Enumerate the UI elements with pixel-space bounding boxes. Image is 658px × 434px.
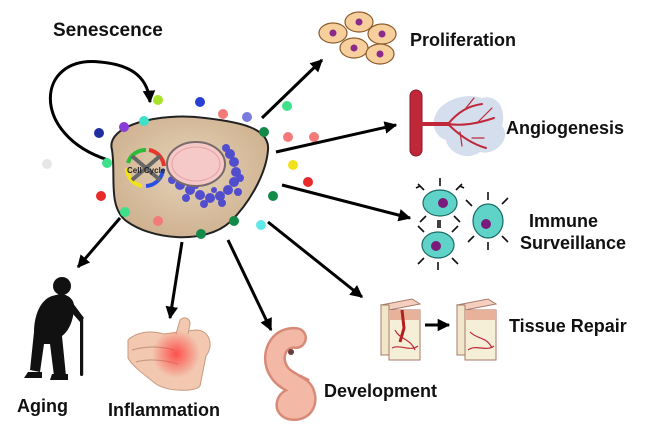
blood-vessel-icon [409,89,506,157]
cell-cycle-wheel [124,148,166,188]
inflamed-hand-icon [127,317,211,391]
angiogenesis-label: Angiogenesis [506,118,625,138]
proliferating-cells-icon [318,11,397,65]
elderly-person-icon [24,277,84,380]
cell-cycle-label: Cell Cycle [127,166,166,175]
outcome-arrows [76,58,451,332]
tissue-repair-label: Tissue Repair [509,316,627,336]
proliferation-label: Proliferation [410,30,517,50]
skin-tissue-icon [379,298,498,361]
self-loop-arrow [48,60,156,162]
aging-label: Aging [17,396,68,416]
inflammation-label: Inflammation [108,400,221,420]
development-label: Development [324,381,438,401]
nucleus [166,141,226,187]
senescence-label: Senescence [53,20,163,41]
embryo-icon [263,327,317,422]
surveillance-label: Surveillance [520,233,627,253]
immune-label: Immune [529,211,599,231]
immune-cells-icon [415,178,509,270]
sasp-factor-dots [42,95,319,239]
senescent-cell [110,115,270,239]
